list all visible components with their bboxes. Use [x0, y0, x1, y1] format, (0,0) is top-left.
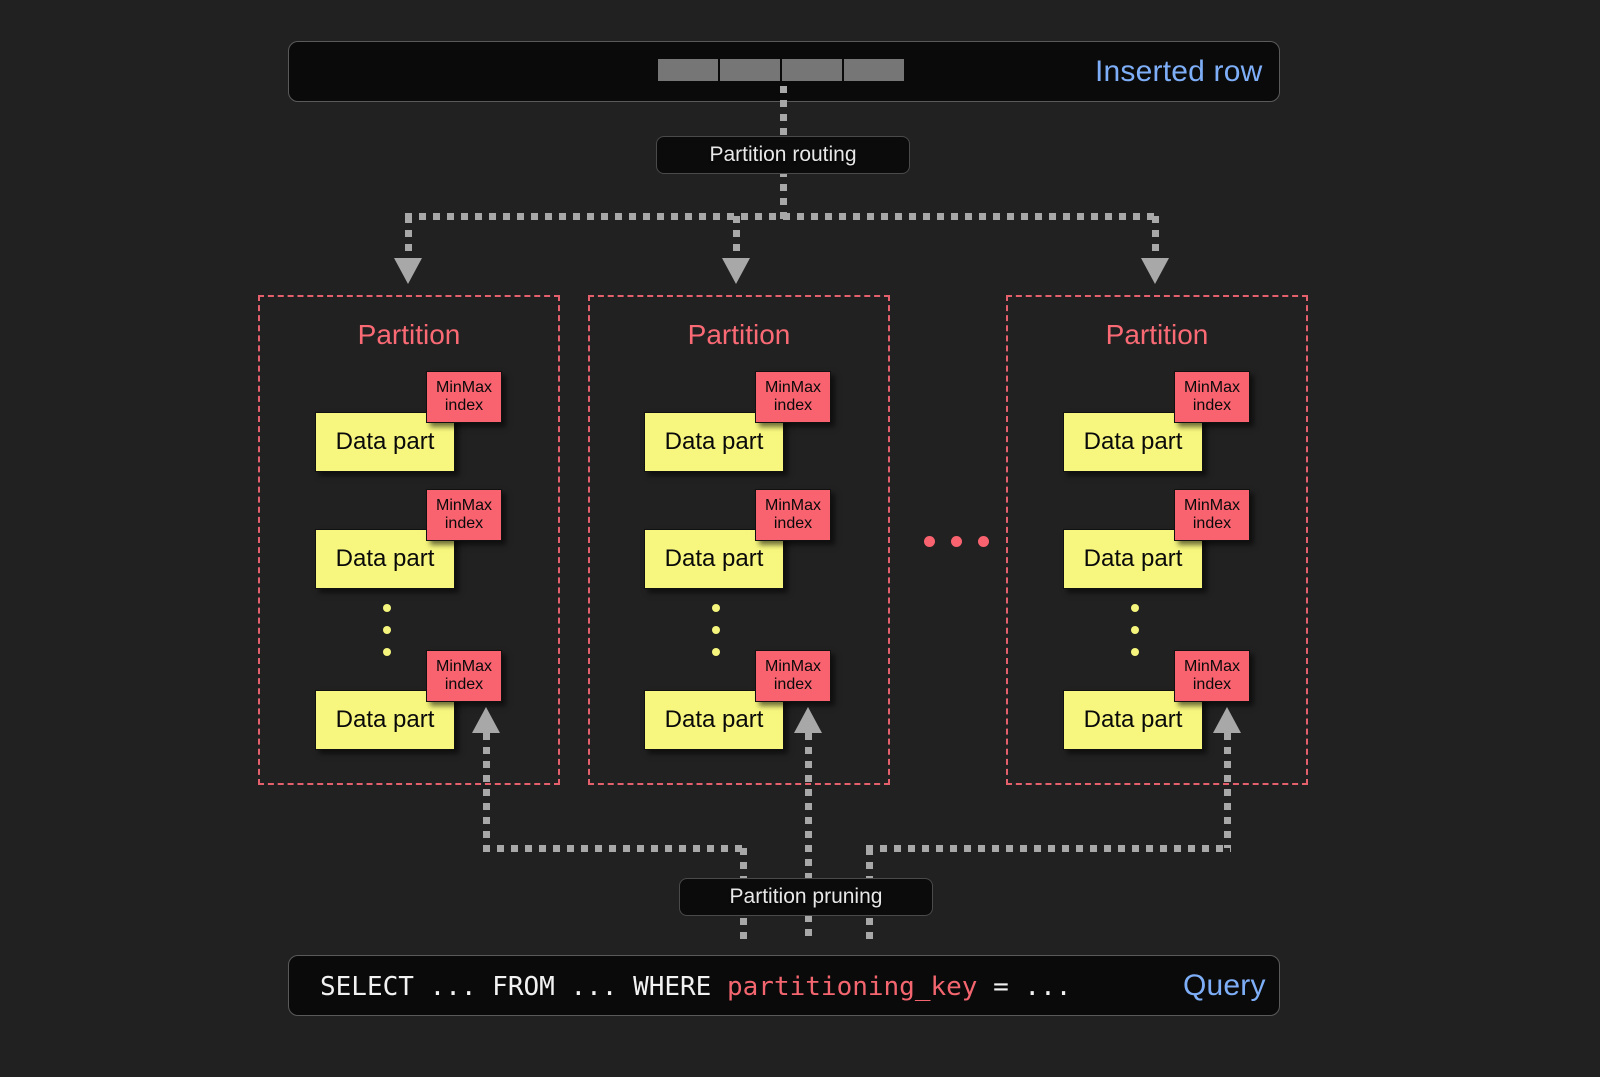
connector-bus-to-partition-1: [405, 216, 412, 264]
partition-title: Partition: [687, 319, 791, 350]
ellipsis-dot: [383, 648, 391, 656]
connector-partition-1-down: [483, 733, 490, 848]
arrow-up-partition-2: [794, 707, 822, 733]
pruning-bus-left: [483, 845, 746, 852]
minmax-index-badge: MinMax index: [426, 650, 502, 702]
ellipsis-dot: [924, 536, 935, 547]
sql-prefix: SELECT ... FROM ... WHERE: [320, 972, 727, 1002]
query-sql-text: SELECT ... FROM ... WHERE partitioning_k…: [320, 972, 1071, 1002]
minmax-index-badge: MinMax index: [1174, 489, 1250, 541]
minmax-line-2: index: [773, 676, 813, 693]
partition-routing-label: Partition routing: [656, 136, 910, 174]
query-label: Query: [1183, 969, 1266, 1002]
routing-bus-line: [405, 213, 1160, 220]
partition-title: Partition: [1105, 319, 1209, 350]
partition-ellipsis: [924, 536, 989, 547]
arrow-up-partition-1: [472, 707, 500, 733]
ellipsis-dot: [712, 604, 720, 612]
vertical-ellipsis: [383, 604, 391, 670]
row-cell: [844, 59, 904, 81]
vertical-ellipsis: [712, 604, 720, 670]
minmax-line-2: index: [444, 397, 484, 414]
ellipsis-dot: [1131, 648, 1139, 656]
pruning-bus-right: [866, 845, 1231, 852]
minmax-index-badge: MinMax index: [1174, 371, 1250, 423]
arrow-down-partition-2: [722, 258, 750, 284]
partition-pruning-label: Partition pruning: [679, 878, 933, 916]
minmax-line-1: MinMax: [435, 657, 492, 675]
row-cell: [720, 59, 780, 81]
row-cell: [658, 59, 718, 81]
partition-box-1: Partition: [258, 295, 560, 785]
vertical-ellipsis: [1131, 604, 1139, 670]
minmax-index-badge: MinMax index: [755, 489, 831, 541]
ellipsis-dot: [978, 536, 989, 547]
connector-insert-to-routing: [780, 86, 787, 142]
minmax-line-2: index: [444, 676, 484, 693]
ellipsis-dot: [951, 536, 962, 547]
data-part-box: Data part: [315, 690, 455, 750]
row-cell: [782, 59, 842, 81]
partition-box-3: Partition: [1006, 295, 1308, 785]
minmax-line-1: MinMax: [435, 378, 492, 396]
data-part-box: Data part: [315, 529, 455, 589]
minmax-line-2: index: [1192, 397, 1232, 414]
connector-bus-to-partition-2: [733, 216, 740, 264]
ellipsis-dot: [383, 626, 391, 634]
minmax-index-badge: MinMax index: [426, 489, 502, 541]
minmax-line-2: index: [773, 397, 813, 414]
minmax-line-1: MinMax: [435, 496, 492, 514]
arrow-down-partition-3: [1141, 258, 1169, 284]
ellipsis-dot: [383, 604, 391, 612]
connector-bus-to-partition-3: [1152, 216, 1159, 264]
ellipsis-dot: [1131, 626, 1139, 634]
minmax-line-1: MinMax: [1183, 496, 1240, 514]
arrow-up-partition-3: [1213, 707, 1241, 733]
minmax-line-2: index: [444, 515, 484, 532]
minmax-line-1: MinMax: [764, 496, 821, 514]
minmax-index-badge: MinMax index: [755, 650, 831, 702]
ellipsis-dot: [712, 626, 720, 634]
minmax-line-1: MinMax: [1183, 657, 1240, 675]
sql-suffix: = ...: [977, 972, 1072, 1002]
connector-routing-to-bus: [780, 170, 787, 220]
arrow-down-partition-1: [394, 258, 422, 284]
minmax-index-badge: MinMax index: [426, 371, 502, 423]
minmax-line-1: MinMax: [764, 378, 821, 396]
minmax-line-1: MinMax: [764, 657, 821, 675]
sql-partitioning-key: partitioning_key: [727, 972, 978, 1002]
minmax-line-1: MinMax: [1183, 378, 1240, 396]
minmax-line-2: index: [1192, 515, 1232, 532]
minmax-line-2: index: [773, 515, 813, 532]
ellipsis-dot: [712, 648, 720, 656]
ellipsis-dot: [1131, 604, 1139, 612]
minmax-line-2: index: [1192, 676, 1232, 693]
inserted-row-label: Inserted row: [1095, 55, 1263, 88]
connector-partition-2-down: [805, 733, 812, 943]
minmax-index-badge: MinMax index: [755, 371, 831, 423]
partition-title: Partition: [357, 319, 461, 350]
inserted-row-cells: [658, 59, 904, 81]
minmax-index-badge: MinMax index: [1174, 650, 1250, 702]
connector-partition-3-down: [1224, 733, 1231, 848]
partition-box-2: Partition: [588, 295, 890, 785]
query-panel: [288, 955, 1280, 1016]
